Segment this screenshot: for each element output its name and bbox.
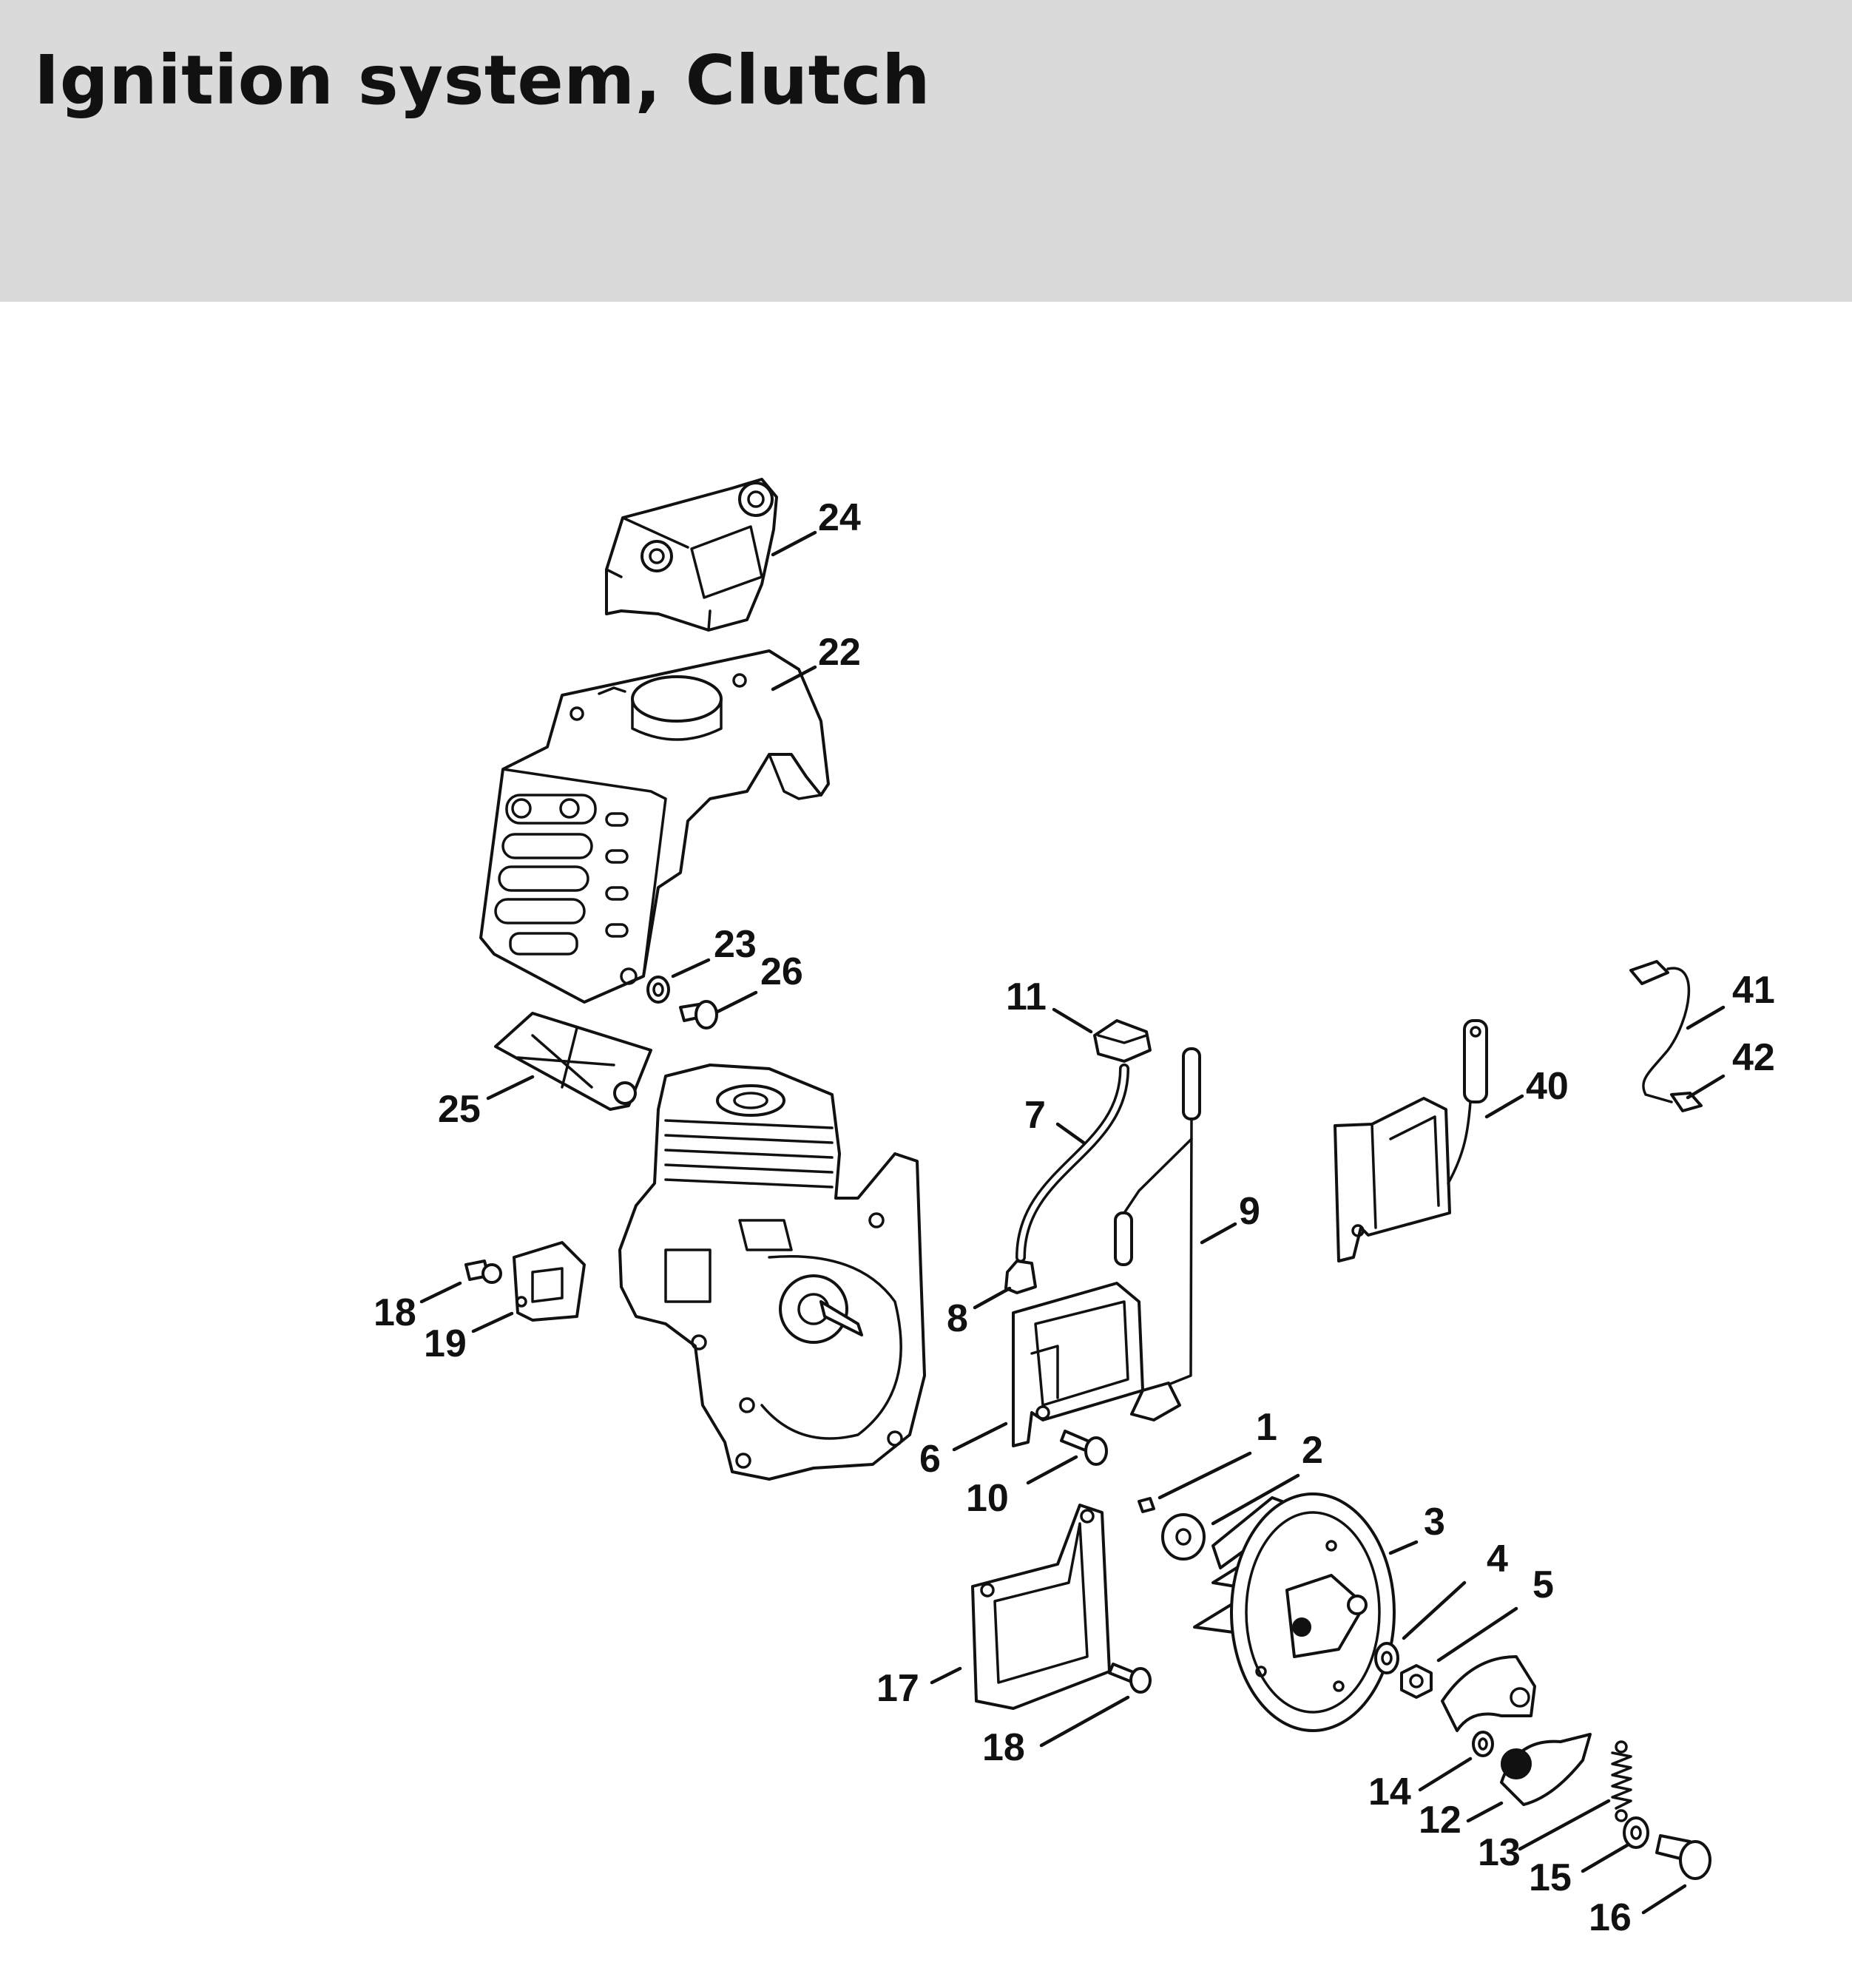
part-screw-18-left bbox=[464, 1260, 502, 1284]
part-washer-4 bbox=[1374, 1642, 1399, 1674]
part-washer-23 bbox=[646, 976, 670, 1004]
part-washer-2 bbox=[1161, 1513, 1206, 1561]
callout-16: 16 bbox=[1589, 1896, 1632, 1939]
callout-15: 15 bbox=[1529, 1856, 1572, 1899]
part-ignition-lead-7 bbox=[1015, 1064, 1129, 1262]
callout-25: 25 bbox=[438, 1088, 481, 1131]
leader-lines bbox=[419, 530, 1726, 1915]
callout-26: 26 bbox=[760, 950, 803, 993]
callout-1: 1 bbox=[1256, 1406, 1277, 1449]
part-bracket-19 bbox=[513, 1241, 586, 1322]
callout-23: 23 bbox=[714, 923, 757, 966]
part-engine-cylinder-crankcase bbox=[618, 1064, 926, 1481]
callout-41: 41 bbox=[1732, 969, 1775, 1012]
part-washer-15 bbox=[1623, 1816, 1649, 1849]
callout-8: 8 bbox=[947, 1297, 968, 1340]
callout-4: 4 bbox=[1487, 1538, 1508, 1580]
callout-24: 24 bbox=[818, 496, 861, 539]
part-boot-8 bbox=[1004, 1260, 1037, 1294]
callout-14: 14 bbox=[1368, 1771, 1411, 1813]
part-short-circuit-wire-9 bbox=[1114, 1047, 1201, 1421]
part-clutch-shoe bbox=[1441, 1655, 1536, 1732]
part-cap-11 bbox=[1093, 1019, 1152, 1063]
part-washer-14 bbox=[1472, 1731, 1494, 1757]
callout-40: 40 bbox=[1526, 1065, 1569, 1108]
part-flywheel-3 bbox=[1193, 1492, 1396, 1732]
part-cable-41-42 bbox=[1629, 960, 1703, 1112]
part-screw-26 bbox=[679, 1000, 718, 1030]
callout-6: 6 bbox=[919, 1438, 941, 1481]
title-banner: Ignition system, Clutch bbox=[0, 0, 1852, 302]
part-key-1 bbox=[1138, 1497, 1155, 1513]
part-mounting-plate-17 bbox=[971, 1504, 1111, 1710]
part-spring-13 bbox=[1611, 1740, 1632, 1822]
part-handle-bracket bbox=[605, 478, 778, 632]
callout-19: 19 bbox=[424, 1322, 467, 1365]
part-screw-10 bbox=[1060, 1430, 1108, 1466]
callout-18-left: 18 bbox=[374, 1291, 416, 1334]
callout-3: 3 bbox=[1424, 1501, 1445, 1544]
callout-12: 12 bbox=[1419, 1799, 1461, 1842]
callout-2: 2 bbox=[1302, 1429, 1323, 1472]
part-ignition-coil-40 bbox=[1334, 1019, 1488, 1262]
part-baffle-plate bbox=[494, 1012, 652, 1111]
callout-13: 13 bbox=[1478, 1831, 1521, 1874]
part-shroud bbox=[479, 649, 830, 1004]
callout-labels: 24 22 23 26 25 18 19 11 7 8 9 6 10 40 41… bbox=[374, 496, 1775, 1939]
part-ignition-module-6 bbox=[1012, 1282, 1144, 1447]
part-nut-5 bbox=[1400, 1664, 1433, 1699]
part-clutch-shoe-12 bbox=[1500, 1733, 1592, 1806]
callout-7: 7 bbox=[1024, 1094, 1046, 1137]
callout-42: 42 bbox=[1732, 1036, 1775, 1079]
callout-18-lower: 18 bbox=[982, 1726, 1025, 1769]
part-shoulder-screw-16 bbox=[1655, 1834, 1711, 1880]
callout-17: 17 bbox=[876, 1667, 919, 1710]
callout-9: 9 bbox=[1239, 1190, 1260, 1233]
callout-10: 10 bbox=[966, 1477, 1009, 1520]
part-screw-18-lower bbox=[1108, 1663, 1152, 1694]
callout-11: 11 bbox=[1006, 976, 1047, 1018]
callout-22: 22 bbox=[818, 631, 861, 674]
page-title: Ignition system, Clutch bbox=[34, 41, 931, 120]
callout-5: 5 bbox=[1532, 1563, 1554, 1606]
